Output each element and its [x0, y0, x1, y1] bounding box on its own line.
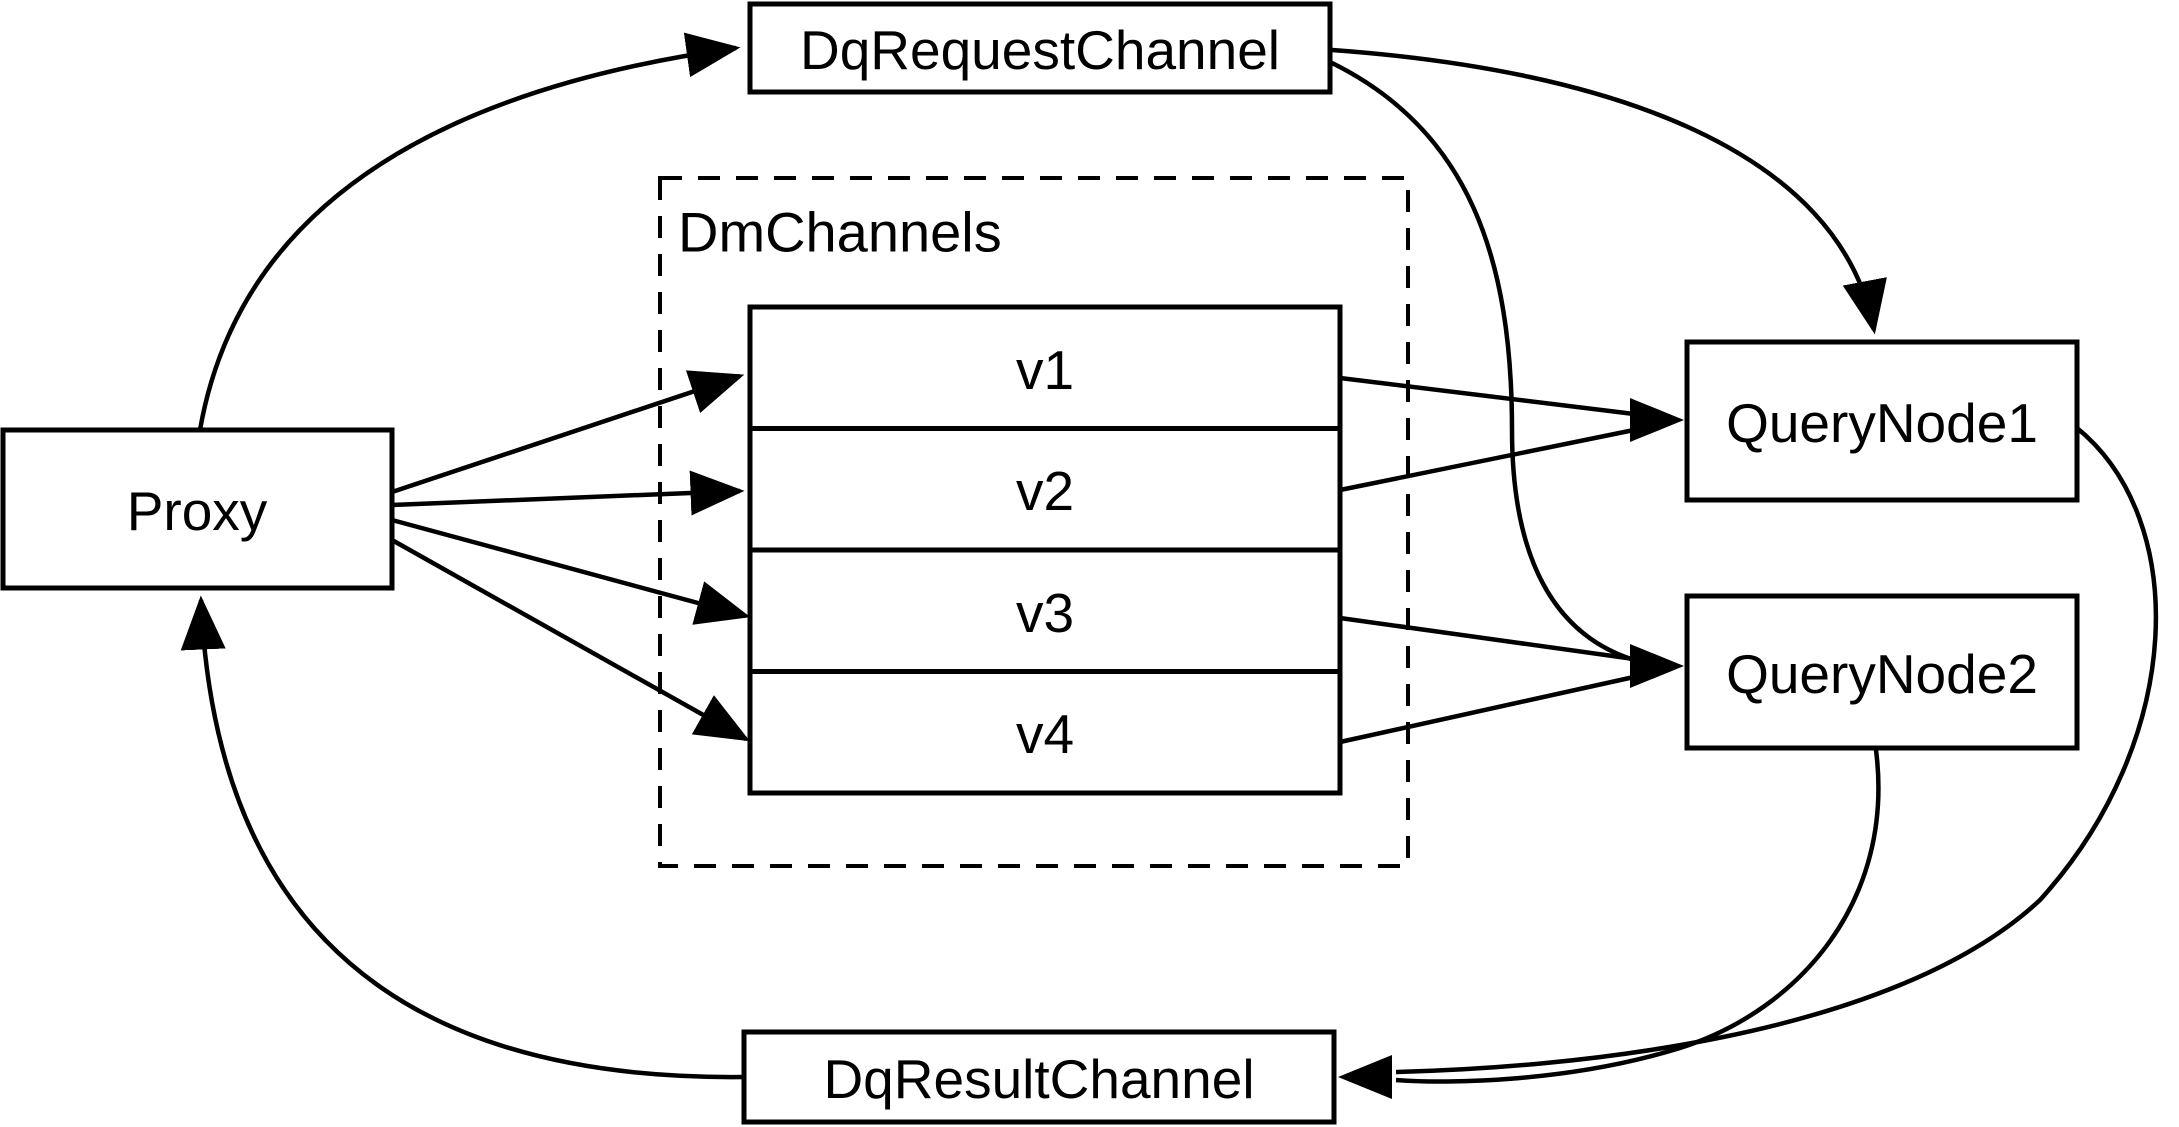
node-dqrequestchannel: DqRequestChannel [747, 1, 1333, 95]
edge-querynode1-to-dqresultchannel [1395, 426, 2159, 1075]
edge-dqrequestchannel-to-querynode1 [1331, 47, 1887, 335]
group-dmchannels: DmChannels v1 v2 v3 v4 [658, 176, 1410, 868]
edge-proxy-to-v2 [391, 470, 745, 516]
dqresultchannel-box [741, 1029, 1337, 1125]
dmchannels-label: DmChannels [678, 201, 1002, 264]
arrowhead-querynode2-left [1630, 644, 1684, 688]
querynode2-label: QueryNode2 [1726, 643, 2038, 705]
edge-dqrequestchannel-to-querynode2 [1329, 59, 1635, 663]
dqrequestchannel-box [747, 1, 1333, 95]
edge-v1-to-querynode1 [1339, 375, 1635, 417]
channel-v3-label: v3 [1016, 582, 1074, 644]
edge-proxy-to-v4 [390, 538, 750, 742]
dqresultchannel-label: DqResultChannel [823, 1048, 1254, 1110]
dmchannels-dashed-border [658, 176, 1410, 868]
node-querynode2: QueryNode2 [1684, 593, 2080, 751]
node-querynode1: QueryNode1 [1684, 339, 2080, 503]
edges [180, 32, 2159, 1099]
channel-v1-label: v1 [1016, 339, 1074, 401]
dqrequestchannel-label: DqRequestChannel [800, 19, 1280, 81]
arrowhead-dqresultchannel-right [1338, 1055, 1392, 1099]
proxy-label: Proxy [127, 480, 268, 542]
querynode1-label: QueryNode1 [1726, 392, 2038, 454]
node-channel-stack: v1 v2 v3 v4 [747, 304, 1343, 796]
edge-v4-to-querynode2 [1339, 674, 1635, 745]
querynode2-box [1684, 593, 2080, 751]
edge-v3-to-querynode2 [1339, 615, 1635, 662]
edge-proxy-to-dqrequestchannel [197, 32, 741, 431]
edge-dqresultchannel-to-proxy [180, 595, 745, 1080]
channel-v4-label: v4 [1016, 703, 1074, 765]
edge-proxy-to-v1 [391, 370, 745, 495]
querynode1-box [1684, 339, 2080, 503]
channel-v2-label: v2 [1016, 460, 1074, 522]
edge-proxy-to-v3 [391, 517, 751, 625]
node-proxy: Proxy [0, 427, 395, 591]
edge-querynode2-to-dqresultchannel [1395, 749, 1881, 1084]
proxy-box [0, 427, 395, 591]
edge-v2-to-querynode1 [1339, 427, 1635, 493]
arrowhead-querynode1-left [1630, 398, 1684, 442]
node-dqresultchannel: DqResultChannel [741, 1029, 1337, 1125]
